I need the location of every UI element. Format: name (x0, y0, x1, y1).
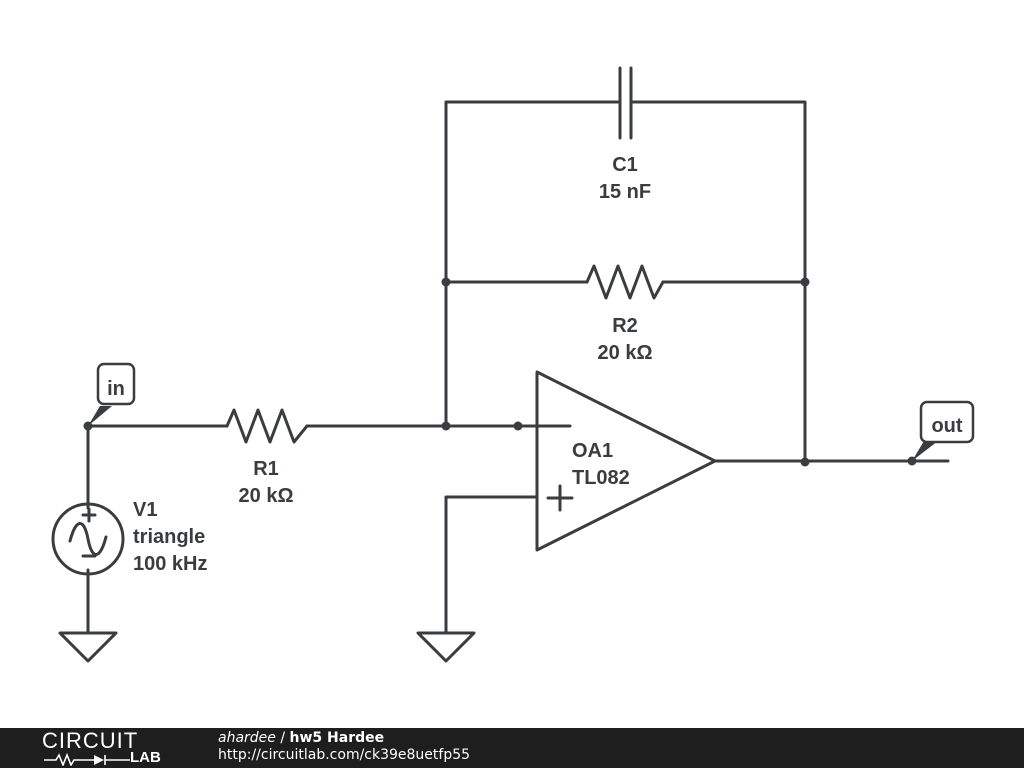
circuit-url[interactable]: http://circuitlab.com/ck39e8uetfp55 (218, 747, 471, 763)
c1-name-label: C1 (612, 154, 638, 176)
op-amp-oa1[interactable] (535, 370, 717, 552)
logo-text-circuit: CIRCUIT (42, 728, 139, 753)
net-label-in-text: in (107, 378, 125, 400)
r1-name-label: R1 (253, 458, 279, 480)
c1-value-label: 15 nF (599, 181, 651, 203)
v1-frequency-label: 100 kHz (133, 553, 208, 575)
resistor-r2[interactable] (585, 264, 665, 300)
ground-symbol-right (416, 631, 476, 663)
resistor-r1[interactable] (225, 408, 309, 444)
v1-waveform-label: triangle (133, 526, 205, 548)
net-label-in[interactable]: in (88, 362, 136, 426)
net-label-out[interactable]: out (912, 400, 975, 461)
author-link[interactable]: ahardee (218, 730, 276, 746)
r2-name-label: R2 (612, 315, 638, 337)
footer-bar: CIRCUIT LAB ahardee / hw5 Hardee http://… (0, 728, 1024, 768)
resistor-diode-logo-icon (44, 752, 130, 766)
circuit-schematic: C1 15 nF R2 20 kΩ R1 20 kΩ OA1 TL082 (51, 66, 975, 663)
circuitlab-logo[interactable]: CIRCUIT LAB (42, 730, 182, 766)
circuit-title[interactable]: hw5 Hardee (289, 730, 385, 746)
oa1-part-label: TL082 (572, 467, 630, 489)
oa1-name-label: OA1 (572, 440, 613, 462)
feedback-network-wires (444, 100, 807, 464)
circuit-credit: ahardee / hw5 Hardee http://circuitlab.c… (218, 730, 470, 764)
logo-text-lab: LAB (130, 749, 161, 766)
v1-name-label: V1 (133, 499, 157, 521)
net-label-out-text: out (931, 415, 962, 437)
junction-dots (83, 277, 917, 467)
r2-value-label: 20 kΩ (598, 342, 653, 364)
ground-symbol-left (58, 631, 118, 663)
voltage-source-v1[interactable] (51, 502, 125, 576)
capacitor-c1[interactable] (618, 66, 633, 140)
input-wires (86, 424, 572, 635)
r1-value-label: 20 kΩ (239, 485, 294, 507)
noninverting-wire (444, 495, 539, 635)
credit-separator: / (280, 730, 286, 746)
